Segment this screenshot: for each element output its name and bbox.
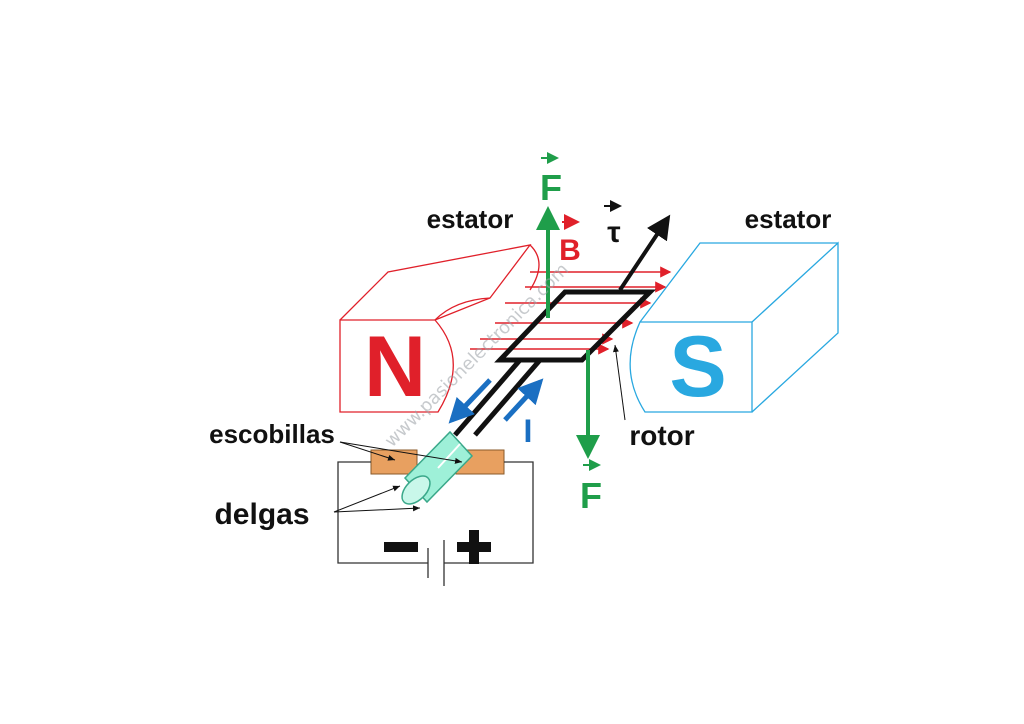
field-label: B bbox=[559, 214, 581, 267]
commutator bbox=[401, 430, 474, 505]
north-magnet bbox=[339, 244, 540, 413]
current-arrow-out bbox=[448, 378, 492, 424]
current-arrow-in bbox=[503, 378, 544, 422]
svg-text:F: F bbox=[540, 167, 562, 208]
north-pole-letter: N bbox=[364, 319, 426, 415]
stator-right-label: estator bbox=[745, 204, 832, 234]
force-bottom-label: F bbox=[580, 459, 602, 516]
external-circuit bbox=[337, 461, 534, 586]
battery-positive-sign bbox=[457, 530, 491, 564]
svg-text:τ: τ bbox=[607, 216, 620, 249]
segments-label: delgas bbox=[214, 498, 309, 531]
battery-negative-sign bbox=[384, 542, 418, 552]
brushes-label: escobillas bbox=[209, 419, 335, 449]
pointer-lines bbox=[333, 344, 626, 513]
south-pole-letter: S bbox=[669, 319, 726, 415]
rotor-label: rotor bbox=[629, 420, 694, 451]
force-top-label: F bbox=[540, 152, 562, 208]
magnetic-field-lines bbox=[470, 266, 672, 355]
current-label: I bbox=[524, 413, 533, 449]
stator-left-label: estator bbox=[427, 204, 514, 234]
svg-text:B: B bbox=[559, 234, 581, 267]
svg-text:F: F bbox=[580, 475, 602, 516]
south-magnet bbox=[629, 241, 839, 413]
rotor-coil bbox=[453, 289, 657, 437]
torque-label: τ bbox=[604, 200, 622, 249]
rotation-axis-arrow bbox=[618, 214, 671, 292]
brush-left bbox=[370, 449, 418, 475]
